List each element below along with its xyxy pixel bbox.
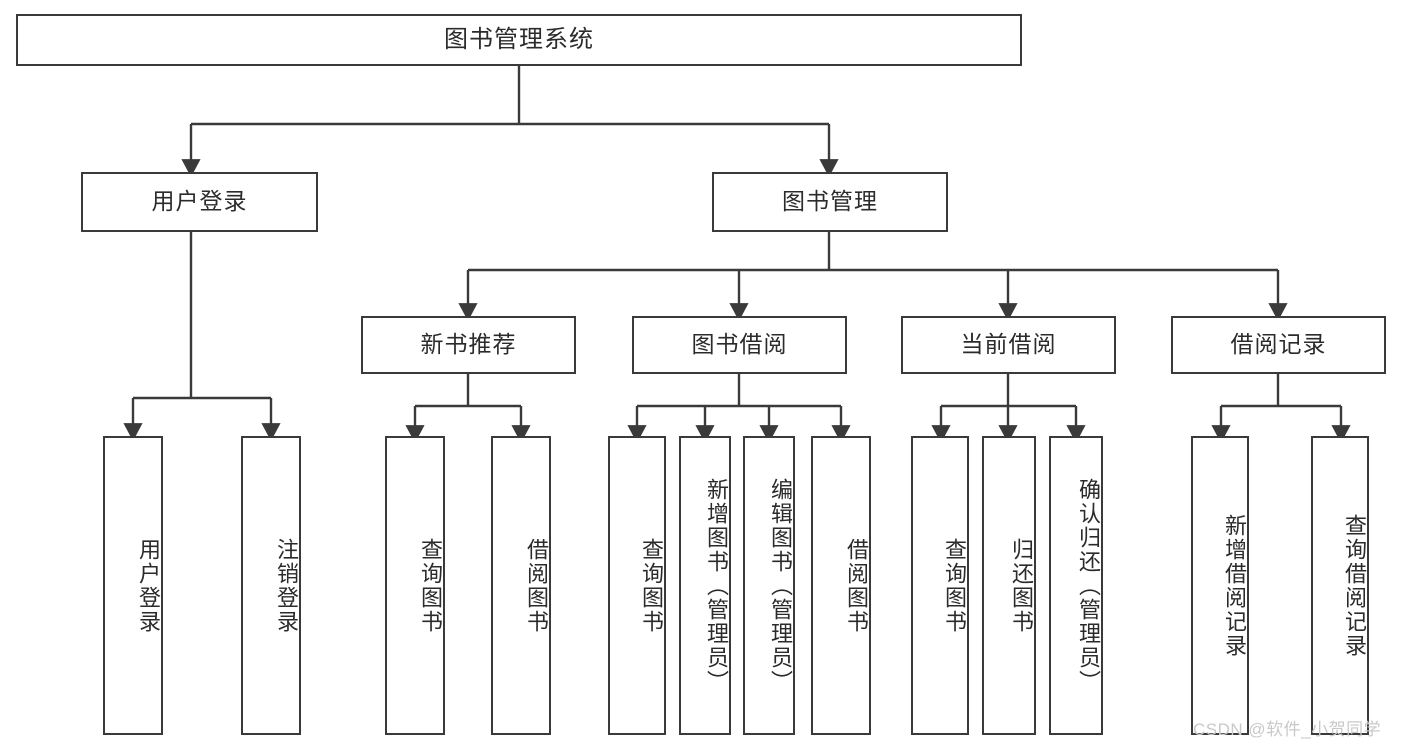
watermark-text: CSDN @软件_小贺同学 xyxy=(1193,720,1382,739)
node-label: 归还图书 xyxy=(1009,537,1034,634)
node-user-login[interactable]: 用户登录 xyxy=(81,172,318,232)
leaf-query-book-borrow[interactable]: 查询图书 xyxy=(608,436,666,735)
leaf-query-borrow-record[interactable]: 查询借阅记录 xyxy=(1311,436,1369,735)
leaf-add-borrow-record[interactable]: 新增借阅记录 xyxy=(1191,436,1249,735)
node-book-manage[interactable]: 图书管理 xyxy=(712,172,948,232)
node-borrow-record[interactable]: 借阅记录 xyxy=(1171,316,1386,374)
node-label: 图书管理系统 xyxy=(444,25,594,53)
leaf-edit-book[interactable]: 编辑图书（管理员） xyxy=(743,436,795,735)
node-label: 当前借阅 xyxy=(960,331,1057,358)
node-current-borrow[interactable]: 当前借阅 xyxy=(901,316,1116,374)
leaf-add-book[interactable]: 新增图书（管理员） xyxy=(679,436,731,735)
leaf-return-book[interactable]: 归还图书 xyxy=(982,436,1036,735)
node-label: 新增图书（管理员） xyxy=(704,477,729,694)
leaf-borrow-book[interactable]: 借阅图书 xyxy=(811,436,871,735)
node-label: 新书推荐 xyxy=(420,331,517,358)
node-label: 新增借阅记录 xyxy=(1222,513,1247,658)
node-new-book-recommend[interactable]: 新书推荐 xyxy=(361,316,576,374)
leaf-confirm-return[interactable]: 确认归还（管理员） xyxy=(1049,436,1103,735)
node-label: 确认归还（管理员） xyxy=(1076,477,1101,694)
node-label: 查询借阅记录 xyxy=(1342,513,1367,658)
node-label: 查询图书 xyxy=(639,537,664,634)
leaf-logout-login[interactable]: 注销登录 xyxy=(241,436,301,735)
node-label: 编辑图书（管理员） xyxy=(768,477,793,694)
leaf-query-book-current[interactable]: 查询图书 xyxy=(911,436,969,735)
node-label: 图书借阅 xyxy=(691,331,788,358)
node-label: 注销登录 xyxy=(274,537,299,634)
node-label: 用户登录 xyxy=(151,188,248,215)
node-book-borrow[interactable]: 图书借阅 xyxy=(632,316,847,374)
node-label: 用户登录 xyxy=(136,537,161,634)
leaf-user-login[interactable]: 用户登录 xyxy=(103,436,163,735)
node-label: 查询图书 xyxy=(942,537,967,634)
node-label: 借阅记录 xyxy=(1230,331,1327,358)
leaf-borrow-book-recommend[interactable]: 借阅图书 xyxy=(491,436,551,735)
leaf-query-book-recommend[interactable]: 查询图书 xyxy=(385,436,445,735)
node-label: 图书管理 xyxy=(782,188,878,215)
node-root-system[interactable]: 图书管理系统 xyxy=(16,14,1022,66)
node-label: 借阅图书 xyxy=(524,537,549,634)
node-label: 借阅图书 xyxy=(844,537,869,634)
node-label: 查询图书 xyxy=(418,537,443,634)
